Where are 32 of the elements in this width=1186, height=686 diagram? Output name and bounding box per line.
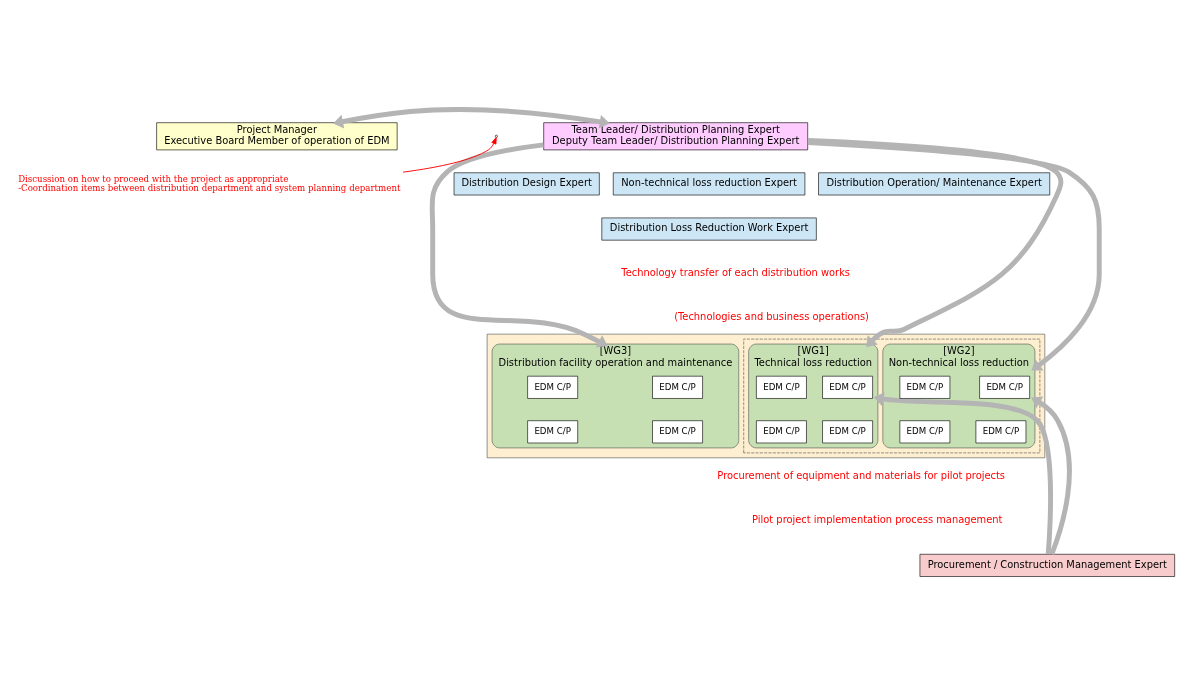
node-box: Distribution Design Expert xyxy=(453,172,600,196)
node-box: EDM C/P xyxy=(756,420,807,444)
node-box: EDM C/P xyxy=(822,375,873,399)
node-box: EDM C/P xyxy=(527,420,578,444)
label: Pilot project implementation process management xyxy=(752,514,1003,526)
arrow xyxy=(429,142,608,348)
label: Procurement of equipment and materials for pilot projects xyxy=(717,469,1006,481)
arrow xyxy=(1031,396,1072,556)
node-box: EDM C/P xyxy=(979,375,1030,399)
node-box: EDM C/P xyxy=(822,420,873,444)
node-box: EDM C/P xyxy=(756,375,807,399)
node-box: EDM C/P xyxy=(899,375,951,399)
node-box: EDM C/P xyxy=(899,420,951,444)
arrow xyxy=(807,140,1102,371)
node-box: Procurement / Construction Management Expert xyxy=(919,553,1175,577)
node-box: Project Manager Executive Board Member of operation of EDM xyxy=(156,122,398,151)
arrow xyxy=(873,392,1054,555)
node-box: Non-technical loss reduction Expert xyxy=(612,172,806,196)
node-box: EDM C/P xyxy=(527,375,578,399)
arrow xyxy=(402,137,497,173)
arrow xyxy=(333,107,610,129)
cluster xyxy=(743,338,1041,454)
node-text: Discussion on how to proceed with the project as appropriate -Coordination items between distribution department and system planning department xyxy=(18,173,401,193)
node-box: Team Leader/ Distribution Planning Expert Deputy Team Leader/ Distribution Planning Expert xyxy=(543,122,808,151)
node-box: EDM C/P xyxy=(975,420,1027,444)
label: (Technologies and business operations) xyxy=(674,311,869,323)
node-box: Distribution Operation/ Maintenance Expert xyxy=(818,172,1051,196)
node-box: EDM C/P xyxy=(652,375,703,399)
node-box: Distribution Loss Reduction Work Expert xyxy=(601,217,817,241)
node-box: EDM C/P xyxy=(652,420,703,444)
label: Technology transfer of each distribution works xyxy=(621,266,850,278)
arrow xyxy=(807,138,1064,348)
